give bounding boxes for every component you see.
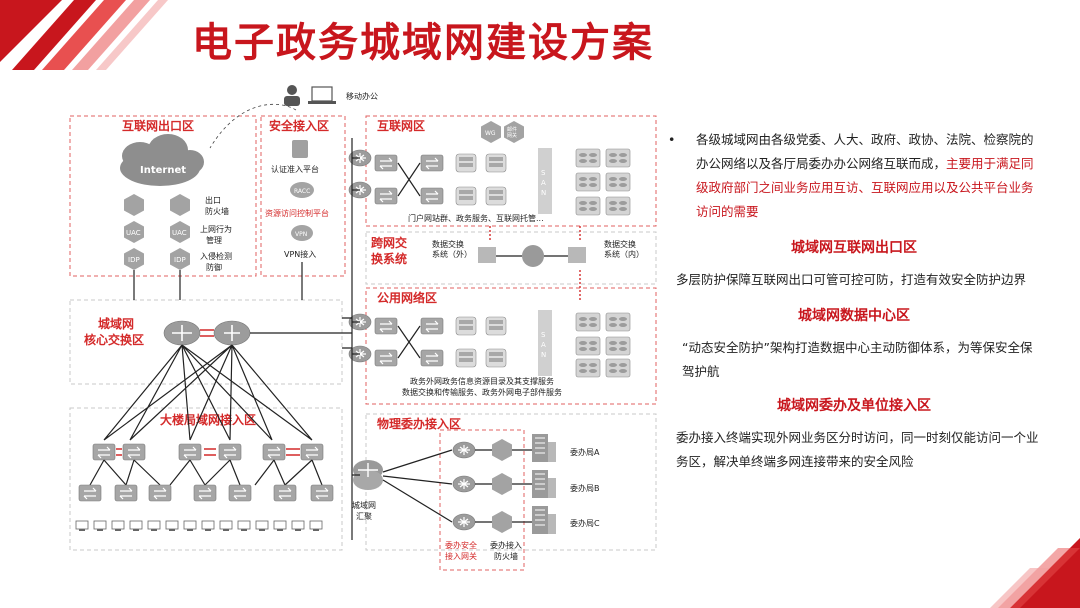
svg-text:S: S <box>541 331 546 339</box>
resource-access-label: 资源访问控制平台 <box>265 208 329 218</box>
description-panel: • 各级城域网由各级党委、人大、政府、政协、法院、检察院的办公网络以及各厅局委办… <box>668 128 1040 474</box>
bureau-a-label: 委办局A <box>570 447 600 457</box>
bureau-gw-label-2: 接入网关 <box>445 551 477 561</box>
zone-label-secure-access: 安全接入区 <box>269 118 329 133</box>
intro-paragraph: 各级城域网由各级党委、人大、政府、政协、法院、检察院的办公网络以及各厅局委办办公… <box>696 128 1040 224</box>
corner-decoration-bottom-right <box>990 538 1080 608</box>
zone-label-core-line2: 核心交换区 <box>84 332 144 347</box>
svg-text:A: A <box>541 341 546 349</box>
bureau-fw-label-2: 防火墙 <box>494 551 518 561</box>
cross-net-left-1: 数据交换 <box>432 239 464 249</box>
auth-platform-label: 认证准入平台 <box>271 164 319 174</box>
zone-label-internet-exit: 互联网出口区 <box>122 118 194 133</box>
cross-net-right-1: 数据交换 <box>604 239 636 249</box>
section-heading-datacenter: 城域网数据中心区 <box>798 308 910 324</box>
mobile-office-icon <box>284 85 336 106</box>
badge-uac: UAC <box>172 229 187 237</box>
intro-highlight: 主要用于满足同级政府部门之间业务应用互访、互联网应用以及公共平台业务访问的需要 <box>696 156 1034 219</box>
cross-net-left-2: 系统（外） <box>432 249 472 259</box>
internet-label: Internet <box>140 165 186 176</box>
svg-text:A: A <box>541 179 546 187</box>
network-diagram: 互联网出口区 安全接入区 互联网区 跨网交 换系统 公用网络区 城域网 核心交换… <box>69 85 657 571</box>
mail-gw-badge-2: 网关 <box>507 132 517 139</box>
section-body-access: 委办接入终端实现外网业务区分时访问，同一时刻仅能访问一个业务区，解决单终端多网连… <box>676 430 1039 469</box>
wg-badge: WG <box>485 130 496 137</box>
page-title: 电子政务城域网建设方案 <box>192 19 654 66</box>
bullet: • <box>668 132 676 147</box>
firewall-icon <box>124 194 144 216</box>
san-label: S <box>541 169 546 177</box>
section-body-datacenter: “动态安全防护”架构打造数据中心主动防御体系，为等保安全保驾护航 <box>682 340 1033 379</box>
section-body-exit: 多层防护保障互联网出口可管可控可防，打造有效安全防护边界 <box>676 272 1027 287</box>
ids-label-2: 防御 <box>206 262 222 272</box>
zone-label-cross-net-line2: 换系统 <box>371 251 407 266</box>
behavior-label-1: 上网行为 <box>200 224 232 234</box>
vpn-badge: VPN <box>295 231 307 238</box>
bureau-fw-label-1: 委办接入 <box>490 540 522 550</box>
internet-cloud-icon <box>120 134 204 186</box>
corner-decoration-top-left <box>0 0 168 70</box>
mail-gw-badge-1: 邮件 <box>507 126 517 133</box>
zone-label-cross-net-line1: 跨网交 <box>371 235 407 250</box>
badge-idp: IDP <box>174 256 186 264</box>
zone-label-core-line1: 城域网 <box>98 316 134 331</box>
internet-area-caption: 门户网站群、政务服务、互联网托管... <box>408 213 544 223</box>
behavior-label-2: 管理 <box>206 235 222 245</box>
mobile-office-label: 移动办公 <box>346 91 378 101</box>
firewall-icon <box>170 194 190 216</box>
bureau-c-label: 委办局C <box>570 518 600 528</box>
section-heading-exit: 城域网互联网出口区 <box>791 240 917 256</box>
zone-label-internet-area: 互联网区 <box>377 119 425 133</box>
ids-label-1: 入侵检测 <box>200 251 232 261</box>
zone-label-public-net: 公用网络区 <box>377 290 437 305</box>
public-net-caption-1: 政务外网政务信息资源目录及其支撑服务 <box>410 376 554 386</box>
public-net-caption-2: 数据交换和传输服务、政务外网电子部件服务 <box>402 387 562 397</box>
section-heading-access: 城域网委办及单位接入区 <box>777 398 931 414</box>
exit-fw-label-2: 防火墙 <box>205 206 229 216</box>
bureau-b-label: 委办局B <box>570 483 600 493</box>
badge-uac: UAC <box>126 229 141 237</box>
racc-label: RACC <box>294 188 310 195</box>
badge-idp: IDP <box>128 256 140 264</box>
agg-label-2: 汇聚 <box>356 512 372 521</box>
bureau-gw-label-1: 委办安全 <box>445 540 477 550</box>
cross-net-right-2: 系统（内） <box>604 249 644 259</box>
zone-label-physical: 物理委办接入区 <box>377 416 461 431</box>
svg-text:N: N <box>541 189 546 197</box>
agg-label-1: 城域网 <box>352 500 376 510</box>
intro-plain: 各级城域网由各级党委、人大、政府、政协、法院、检察院的办公网络以及各厅局委办办公… <box>696 132 1034 171</box>
exit-fw-label-1: 出口 <box>205 195 221 205</box>
vpn-access-label: VPN接入 <box>284 249 316 259</box>
zone-label-building: 大楼局域网接入区 <box>160 412 256 427</box>
svg-text:N: N <box>541 351 546 359</box>
